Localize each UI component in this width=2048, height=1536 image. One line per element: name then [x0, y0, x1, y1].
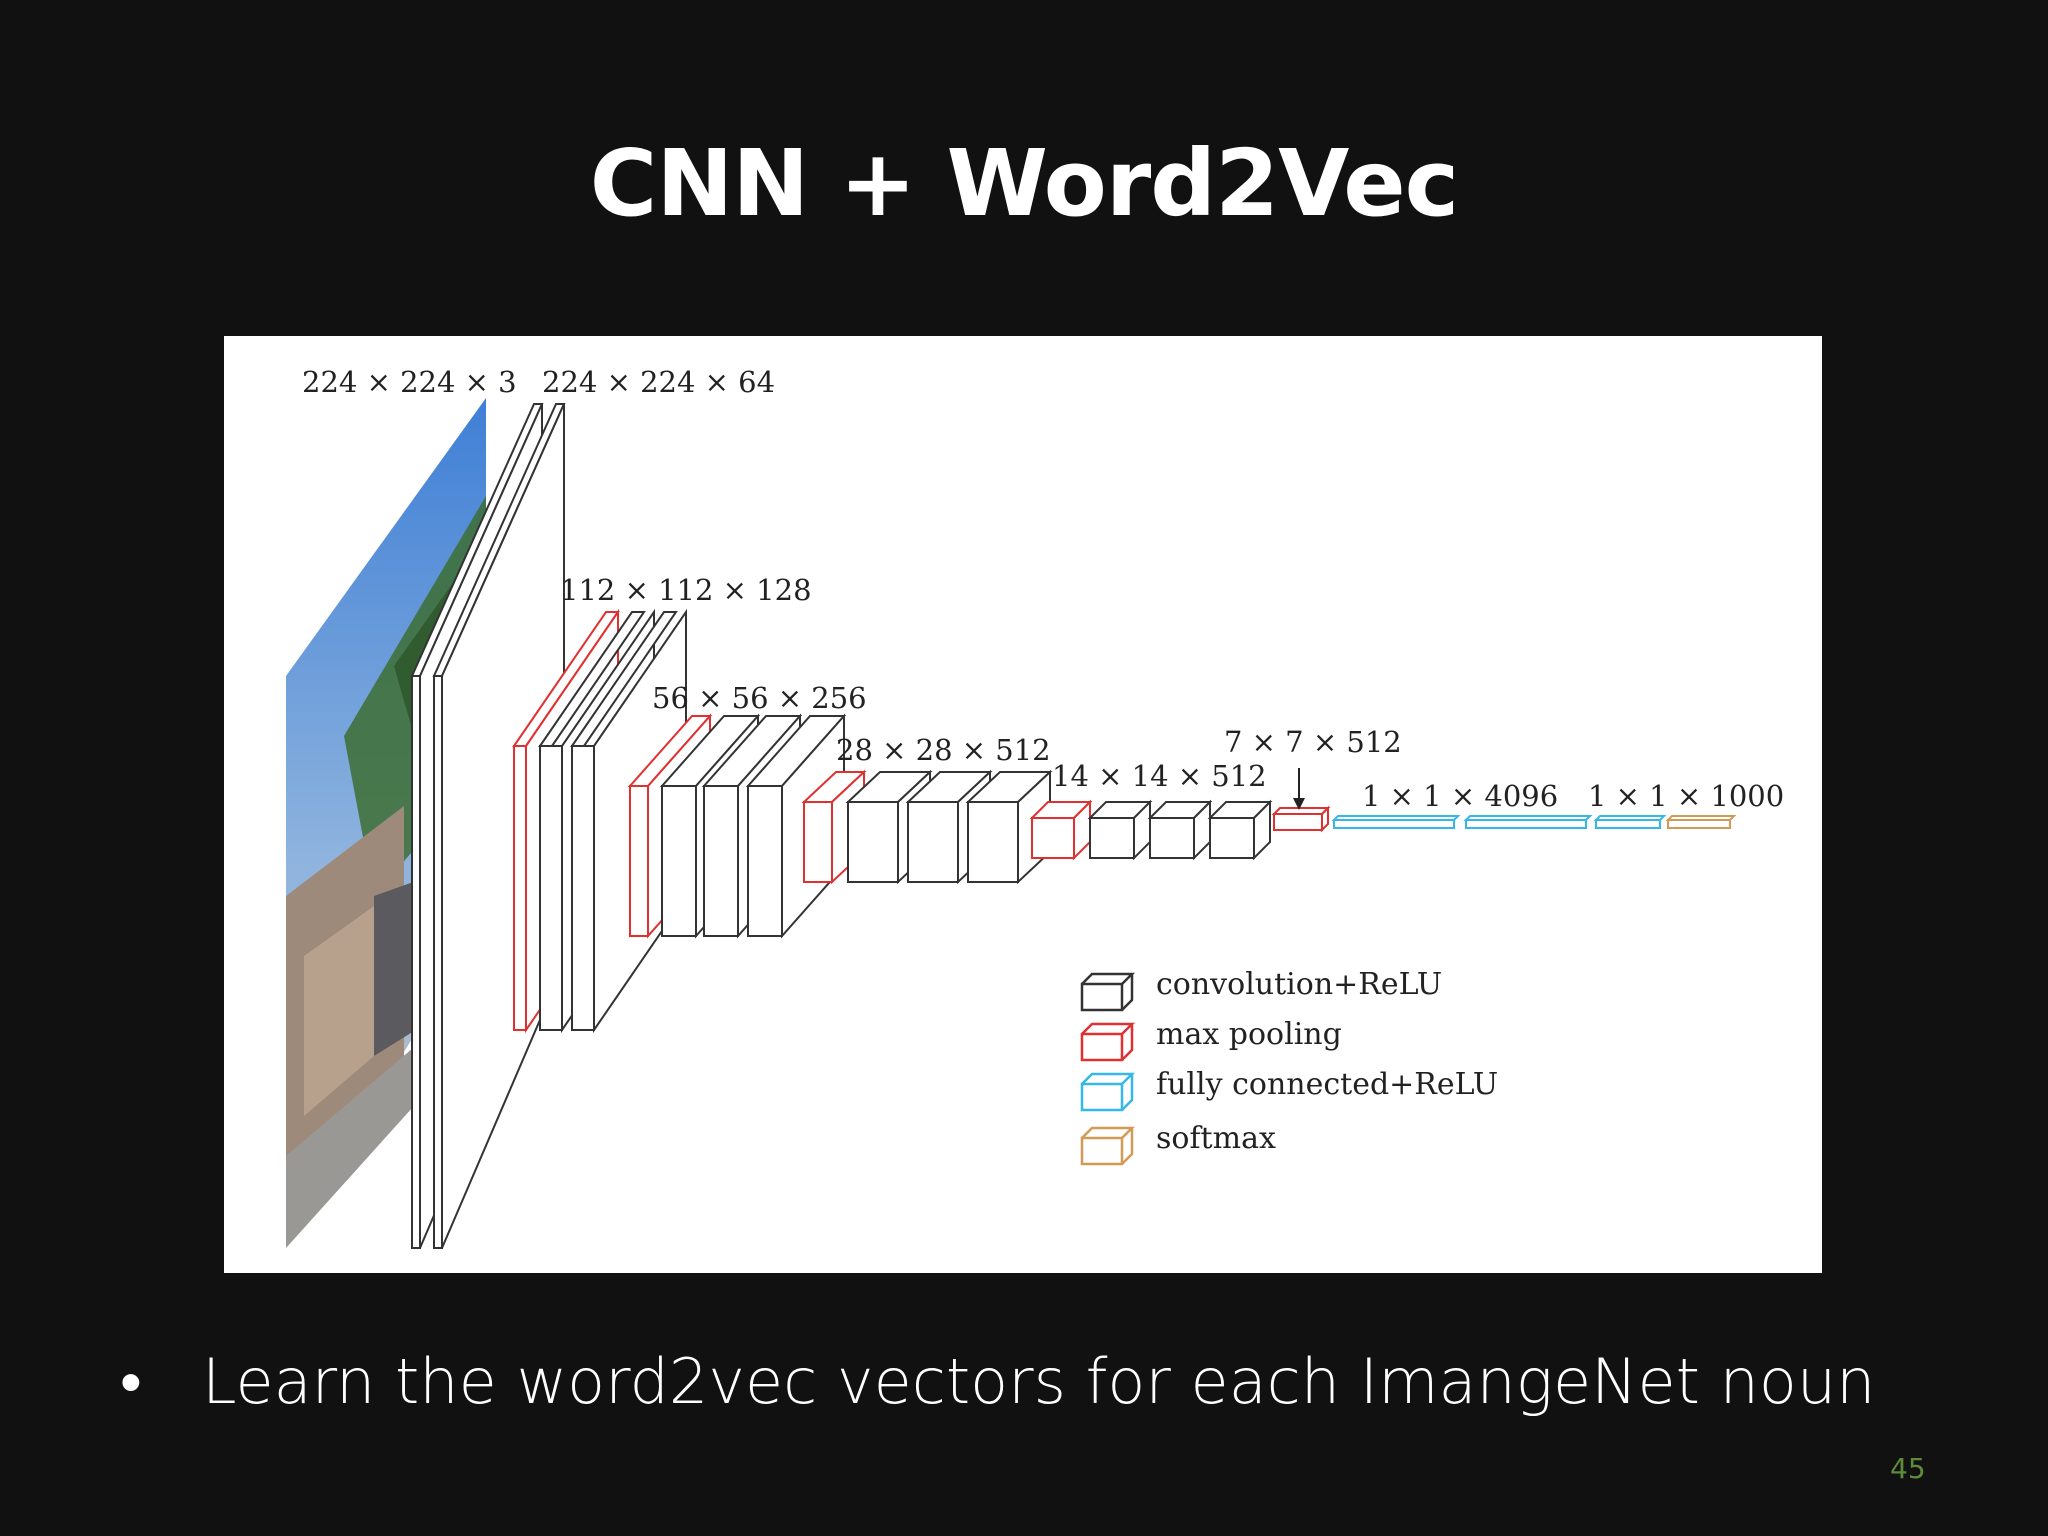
conv-block-5	[1029, 799, 1273, 861]
slide-title: CNN + Word2Vec	[589, 130, 1459, 237]
vgg-diagram: 224 × 224 × 3 224 × 224 × 64 112 × 112 ×…	[286, 365, 1784, 1249]
dim-label: 28 × 28 × 512	[836, 733, 1051, 767]
dim-label: 1 × 1 × 4096	[1362, 779, 1558, 813]
input-image	[286, 398, 486, 1248]
conv-block-2	[512, 608, 687, 1034]
legend	[1080, 972, 1136, 1166]
dim-label: 224 × 224 × 64	[542, 365, 775, 399]
conv-block-1	[410, 403, 566, 1249]
classifier-layers	[1271, 768, 1737, 833]
dim-label: 1 × 1 × 1000	[1588, 779, 1784, 813]
dim-label: 7 × 7 × 512	[1224, 725, 1402, 759]
legend-label-conv: convolution+ReLU	[1156, 967, 1442, 1002]
conv-block-4	[801, 769, 1053, 885]
bullet-text: Learn the word2vec vectors for each Iman…	[202, 1345, 1876, 1418]
dim-label: 224 × 224 × 3	[302, 365, 517, 399]
dimension-labels: 224 × 224 × 3 224 × 224 × 64 112 × 112 ×…	[302, 365, 1784, 813]
vgg-architecture-figure: 224 × 224 × 3 224 × 224 × 64 112 × 112 ×…	[224, 336, 1822, 1273]
legend-conv-cube-icon	[1080, 972, 1136, 1012]
legend-softmax-cube-icon	[1080, 1126, 1136, 1166]
legend-fc-cube-icon	[1080, 1072, 1136, 1112]
legend-label-fc: fully connected+ReLU	[1156, 1067, 1498, 1102]
dim-label: 14 × 14 × 512	[1052, 759, 1267, 793]
conv-block-3	[627, 713, 847, 939]
legend-label-softmax: softmax	[1156, 1121, 1276, 1156]
dim-label: 112 × 112 × 128	[560, 573, 812, 607]
dim-label: 56 × 56 × 256	[652, 681, 867, 715]
page-number: 45	[1890, 1452, 1926, 1485]
legend-pool-cube-icon	[1080, 1022, 1136, 1062]
bullet-dot: •	[120, 1345, 142, 1418]
bullet-item: • Learn the word2vec vectors for each Ima…	[120, 1345, 1875, 1418]
legend-label-pool: max pooling	[1156, 1017, 1342, 1052]
